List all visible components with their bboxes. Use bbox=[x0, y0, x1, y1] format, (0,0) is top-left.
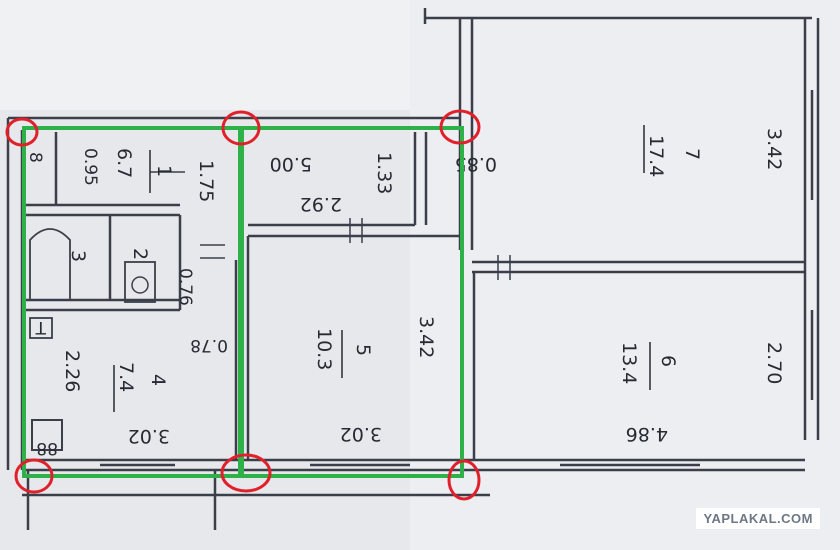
label-3-02-left: 3.02 bbox=[128, 425, 170, 447]
room-4-number: 4 bbox=[147, 374, 169, 386]
label-0-95: 0.95 bbox=[80, 148, 100, 186]
bathtub bbox=[29, 228, 71, 301]
t-symbol: T bbox=[35, 317, 47, 337]
watermark: YAPLAKAL.COM bbox=[696, 508, 820, 529]
marker-bottom-mid bbox=[220, 453, 272, 493]
room-6-area: 13.4 bbox=[618, 342, 640, 384]
t-box bbox=[29, 317, 53, 339]
marker-top-mid bbox=[221, 110, 261, 146]
room-5-number: 5 bbox=[352, 344, 374, 356]
door-marks bbox=[150, 171, 511, 280]
walls bbox=[6, 8, 820, 530]
toilet bbox=[124, 261, 156, 303]
label-3-42-top: 3.42 bbox=[763, 128, 785, 170]
label-4-86: 4.86 bbox=[626, 423, 668, 445]
room-4-area: 7.4 bbox=[115, 362, 137, 392]
room-2-number: 2 bbox=[129, 248, 151, 260]
marker-bottom-right bbox=[447, 459, 481, 501]
room-5-area: 10.3 bbox=[313, 328, 335, 370]
toilet-bowl bbox=[131, 276, 149, 294]
label-2-92: 2.92 bbox=[300, 193, 342, 215]
room-7-area: 17.4 bbox=[645, 135, 667, 177]
label-3-02-mid: 3.02 bbox=[340, 423, 382, 445]
green-rect-right bbox=[238, 126, 464, 478]
room-6-number: 6 bbox=[657, 355, 679, 367]
label-5-00: 5.00 bbox=[270, 153, 312, 175]
fraction-bars bbox=[113, 125, 651, 412]
room-1-number: 1 bbox=[153, 165, 175, 177]
label-2-70: 2.70 bbox=[763, 342, 785, 384]
green-highlights bbox=[22, 126, 464, 478]
label-1-75: 1.75 bbox=[195, 160, 217, 202]
label-1-33: 1.33 bbox=[373, 152, 395, 194]
label-0-85: 0.85 bbox=[455, 153, 497, 175]
marker-bottom-left bbox=[14, 458, 54, 494]
label-8: 8 bbox=[25, 152, 45, 163]
label-0-78: 0.78 bbox=[190, 335, 228, 355]
marker-top-right bbox=[439, 109, 481, 145]
stove-icon bbox=[31, 419, 63, 451]
label-2-26: 2.26 bbox=[61, 350, 83, 392]
marker-top-left bbox=[5, 117, 39, 147]
room-3-number: 3 bbox=[67, 250, 89, 262]
label-3-42-mid: 3.42 bbox=[415, 316, 437, 358]
room-1-area: 6.7 bbox=[113, 148, 135, 178]
label-0-76: 0.76 bbox=[175, 268, 195, 306]
stove-symbol: 88 bbox=[36, 438, 58, 458]
room-7-number: 7 bbox=[681, 148, 703, 160]
red-markers bbox=[5, 109, 481, 501]
